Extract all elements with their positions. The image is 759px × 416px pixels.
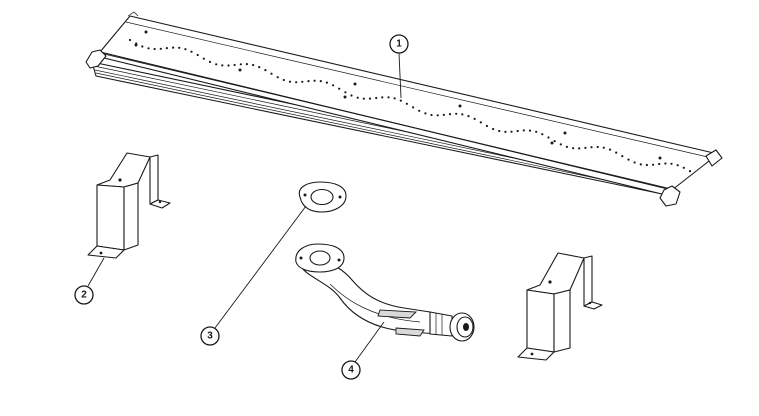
tray-perforations [128, 30, 692, 173]
callout-2-label: 2 [81, 290, 87, 301]
callout-2: 2 [74, 285, 94, 305]
leader-line-2 [87, 257, 105, 287]
leader-line-4 [354, 321, 385, 363]
right-bracket-foot [517, 347, 555, 361]
callout-3-label: 3 [207, 331, 213, 342]
right-bracket-front-leg [526, 289, 555, 353]
tray-right-end [659, 185, 681, 207]
left-bracket-back-leg [149, 154, 159, 205]
left-bracket-side [123, 182, 139, 251]
venturi-slot-lower [395, 327, 425, 337]
left-bracket-top [96, 152, 151, 188]
venturi-slot-upper [377, 309, 418, 319]
right-bracket-top [526, 252, 585, 295]
left-bracket-foot [87, 245, 125, 259]
right-bracket-side [553, 289, 571, 353]
callout-1: 1 [389, 34, 409, 54]
venturi-collar [429, 311, 453, 337]
tray-right-end-top [705, 149, 723, 167]
right-bracket-back-leg [583, 255, 593, 307]
gasket [298, 181, 347, 213]
leader-line-3 [214, 205, 307, 329]
left-bracket-front-leg [96, 184, 125, 251]
gasket-hole [310, 188, 334, 206]
callout-3: 3 [200, 326, 220, 346]
left-bracket [87, 152, 171, 259]
callout-4: 4 [341, 360, 361, 380]
burner-tray [85, 11, 723, 207]
venturi-tube [295, 243, 475, 342]
callout-4-label: 4 [348, 365, 354, 376]
left-bracket-back-foot [149, 199, 171, 209]
venturi-flange-hole [309, 250, 331, 266]
tray-left-end [85, 49, 107, 69]
right-bracket [517, 252, 603, 361]
callout-1-label: 1 [396, 39, 402, 50]
leader-line-1 [398, 52, 402, 99]
tray-top-face [99, 15, 719, 191]
